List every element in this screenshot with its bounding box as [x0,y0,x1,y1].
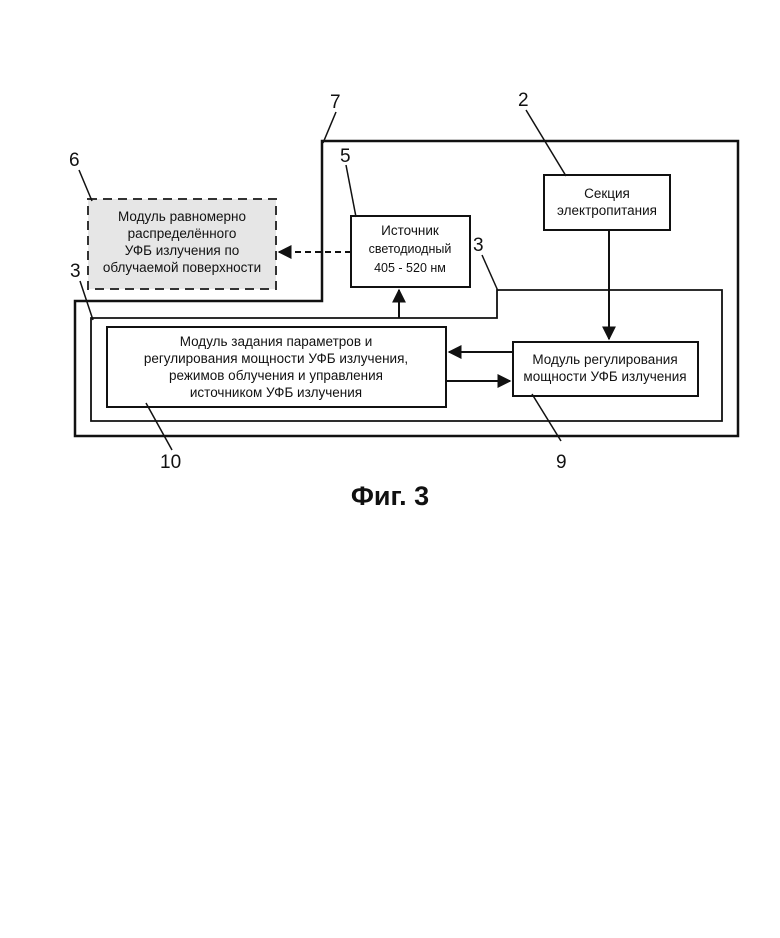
power-section-line-1: Секция [584,186,630,201]
led-source-line-1: Источник [381,223,439,238]
ref-label-7: 7 [330,92,341,113]
power-section-line-2: электропитания [557,203,657,218]
control-module-line-2: регулирования мощности УФБ излучения, [144,351,408,366]
leader-7 [323,112,336,143]
control-module-line-3: режимов облучения и управления [169,368,383,383]
leader-3-right [482,255,498,291]
leader-2 [526,110,566,176]
uniform-module-line-1: Модуль равномерно [118,209,246,224]
control-module-line-4: источником УФБ излучения [190,385,362,400]
ref-label-2: 2 [518,90,529,111]
ref-label-3-left: 3 [70,261,81,282]
power-regulation-line-2: мощности УФБ излучения [523,369,686,384]
led-source-line-2: светодиодный [369,242,452,256]
leader-5 [346,165,356,217]
leader-9 [532,394,561,441]
ref-label-9: 9 [556,452,567,473]
uniform-module-line-4: облучаемой поверхности [103,260,261,275]
power-regulation-line-1: Модуль регулирования [532,352,677,367]
leader-10 [146,403,172,450]
ref-label-5: 5 [340,146,351,167]
figure-caption: Фиг. 3 [0,481,780,512]
led-source-line-3: 405 - 520 нм [374,261,446,275]
leader-6 [79,170,92,201]
control-module-line-1: Модуль задания параметров и [180,334,373,349]
ref-label-3-right: 3 [473,235,484,256]
ref-label-10: 10 [160,452,181,473]
uniform-module-line-2: распределённого [128,226,237,241]
ref-label-6: 6 [69,150,80,171]
uniform-module-line-3: УФБ излучения по [125,243,240,258]
